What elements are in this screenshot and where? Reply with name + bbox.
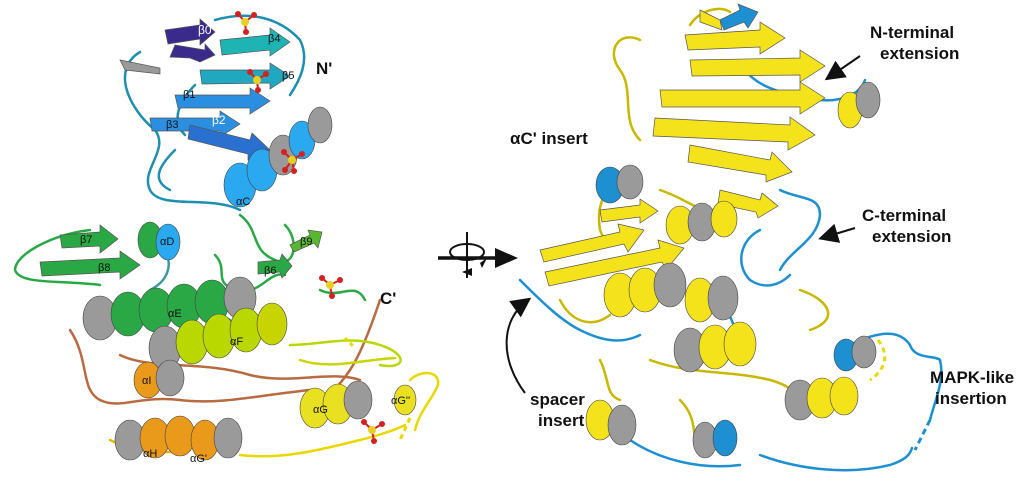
arrow-n-terminal-extension [824,55,861,81]
arrow-spacer-insert [505,297,532,394]
label-n-terminal-extension-line2: extension [880,44,959,63]
label-c-terminal-extension-line2: extension [872,227,951,246]
right-annotations: αC' insert N-terminal extension C-termin… [505,23,1014,430]
label-alpha-g: αG [313,404,328,416]
helix-alpha-g-right [784,376,859,421]
phosphate-group [247,69,269,93]
helix-central-lower [673,321,757,373]
label-beta3: β3 [166,119,178,131]
right-beta-strands [539,3,826,287]
helix-central-left [603,262,687,318]
phosphate-group [319,275,343,299]
label-spacer-insert-line2: insert [538,411,585,430]
left-disordered-segment-g [398,417,412,441]
right-helices [585,81,881,459]
transition-arrow [438,248,518,268]
label-beta2: β2 [212,113,226,127]
phosphate-group [361,419,385,444]
label-beta9: β9 [300,236,312,248]
label-alpha-i: αI [142,375,151,387]
left-sse-labels: β0 β1 β2 β3 β4 β5 β6 β7 β8 β9 αC αD αE α… [80,23,410,465]
phosphate-group [281,149,305,174]
rotate-around-vertical-axis-icon [449,232,487,278]
helix-alpha-d [137,221,181,261]
label-alpha-g-prime: αG' [190,453,207,465]
helix-alpha-c [223,106,333,208]
label-beta7: β7 [80,234,92,246]
label-c-terminus: C' [380,289,396,308]
label-beta1: β1 [183,89,195,101]
label-alpha-f: αF [230,336,243,348]
label-beta0: β0 [198,23,212,37]
helix-bottom-middle [692,419,738,459]
helix-alpha-g-double-prime [393,384,417,416]
helix-bottom-left [585,399,637,446]
label-n-terminal-extension-line1: N-terminal [870,23,954,42]
label-beta5: β5 [282,70,294,82]
label-spacer-insert-line1: spacer [530,390,585,409]
helix-central-right [684,275,739,323]
right-disordered-segment-g [869,339,887,382]
label-n-terminus: N' [316,59,332,78]
label-mapk-like-insertion-line1: MAPK-like [930,368,1014,387]
left-helices [82,106,417,461]
helix-mapk-insertion [833,335,877,372]
label-alpha-g-double-prime: αG'' [391,395,410,407]
label-ac-prime-insert: αC' insert [510,129,588,148]
helix-alpha-i [133,359,185,399]
phosphate-group [235,11,257,35]
label-mapk-like-insertion-line2: insertion [935,389,1007,408]
label-alpha-e: αE [168,308,182,320]
label-beta4: β4 [268,33,280,45]
helix-alpha-h [114,415,196,461]
right-structure-panel: αC' insert N-terminal extension C-termin… [505,3,1014,472]
left-coils [13,14,440,458]
left-beta-strands [39,18,323,280]
helix-top-right [837,81,881,129]
right-disordered-mapk-segment [913,419,932,451]
label-alpha-d: αD [160,236,174,248]
left-phosphate-groups [235,11,385,444]
label-beta8: β8 [98,262,110,274]
label-c-terminal-extension-line1: C-terminal [862,206,946,225]
arrow-c-terminal-extension [818,223,856,243]
label-beta6: β6 [264,265,276,277]
helix-alpha-g-prime [190,417,243,461]
label-alpha-h: αH [143,448,157,460]
helix-central-upper [665,200,738,245]
label-alpha-c: αC [236,196,250,208]
helix-alpha-g [299,380,373,429]
left-structure-panel: β0 β1 β2 β3 β4 β5 β6 β7 β8 β9 αC αD αE α… [13,11,440,465]
helix-ac-prime-insert [595,164,644,204]
left-disordered-segment-f [343,336,357,350]
